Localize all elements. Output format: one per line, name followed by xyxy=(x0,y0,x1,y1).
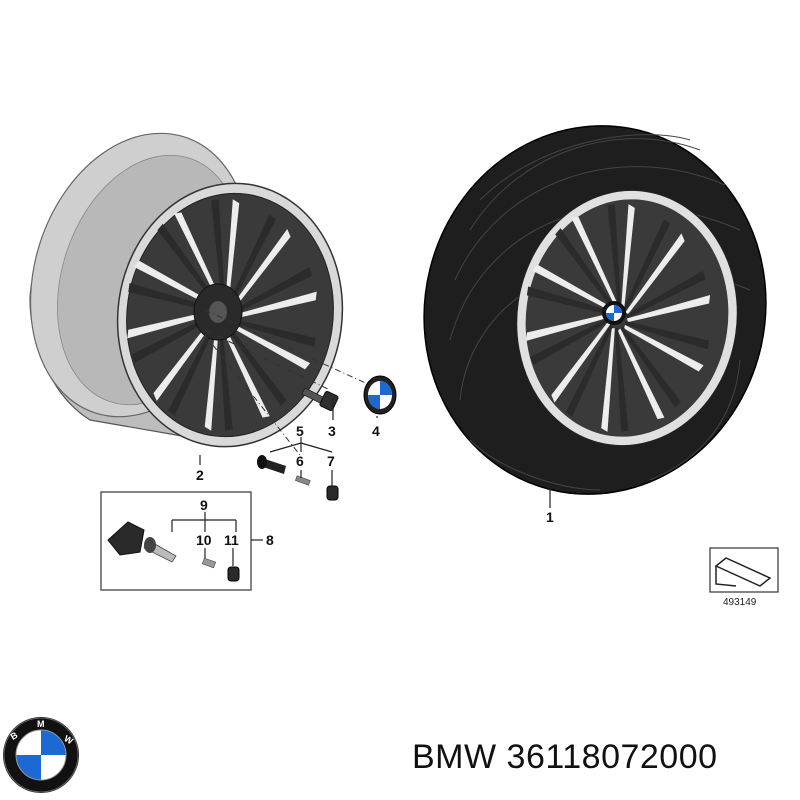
svg-text:B: B xyxy=(9,730,20,742)
tpms-nut-icon xyxy=(201,557,217,569)
valve-insert-icon xyxy=(295,475,311,486)
diagram-reference-box: 493149 xyxy=(709,547,779,608)
tpms-cap-icon xyxy=(227,566,240,582)
leader-lines xyxy=(171,398,551,566)
callout-2: 2 xyxy=(196,467,204,483)
callout-3: 3 xyxy=(328,423,336,439)
callout-9: 9 xyxy=(200,497,208,513)
callout-4: 4 xyxy=(372,423,380,439)
hub-cap-icon xyxy=(363,375,397,415)
callout-10: 10 xyxy=(196,532,212,548)
part-number: 36118072000 xyxy=(506,738,718,776)
tpms-kit-box xyxy=(100,491,252,591)
valve-cap-icon xyxy=(326,485,339,501)
brand-name: BMW xyxy=(412,738,497,776)
reference-code: 493149 xyxy=(723,597,757,608)
alloy-rim xyxy=(29,132,344,448)
wheel-center-cap-icon xyxy=(602,301,626,325)
bmw-logo-icon: B M W xyxy=(3,717,79,793)
svg-text:M: M xyxy=(37,719,45,729)
callout-5: 5 xyxy=(296,423,304,439)
callout-8: 8 xyxy=(266,532,274,548)
callout-6: 6 xyxy=(296,453,304,469)
part-number-label: BMW 36118072000 xyxy=(412,738,718,777)
callout-11: 11 xyxy=(224,532,239,548)
rubber-valve-icon xyxy=(257,455,286,474)
complete-wheel-with-tire xyxy=(423,125,767,495)
assembly-axis-lines xyxy=(204,309,371,456)
callout-1: 1 xyxy=(546,509,554,525)
tpms-sensor-icon xyxy=(107,521,177,563)
callout-7: 7 xyxy=(327,453,335,469)
